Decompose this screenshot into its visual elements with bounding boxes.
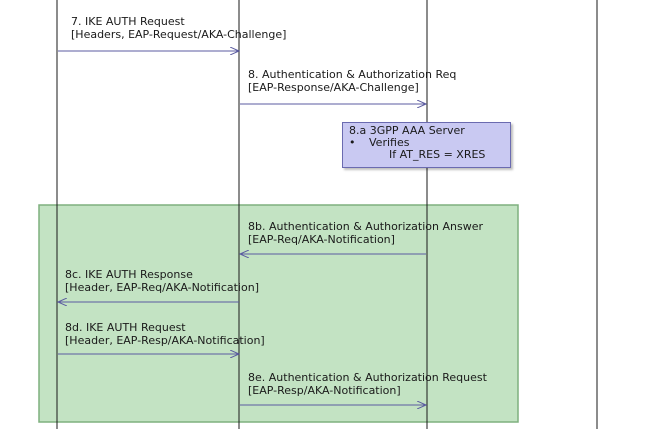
highlight-region [38,204,519,423]
msg-8e-title: 8e. Authentication & Authorization Reque… [248,371,487,384]
msg-8d-title: 8d. IKE AUTH Request [65,321,186,334]
msg-8d-params: [Header, EAP-Resp/AKA-Notification] [65,334,265,347]
msg-8b-params: [EAP-Req/AKA-Notification] [248,233,395,246]
note-title: 8.a 3GPP AAA Server [349,124,465,137]
msg-8-params: [EAP-Response/AKA-Challenge] [248,81,419,94]
msg-8c-title: 8c. IKE AUTH Response [65,268,193,281]
msg-7-params: [Headers, EAP-Request/AKA-Challenge] [71,28,287,41]
msg-8-title: 8. Authentication & Authorization Req [248,68,457,81]
note-detail: If AT_RES = XRES [389,148,486,161]
label-msg-8d: 8d. IKE AUTH Request [Header, EAP-Resp/A… [65,321,265,347]
msg-8b-title: 8b. Authentication & Authorization Answe… [248,220,483,233]
note-aaa-server-verify: 8.a 3GPP AAA Server • Verifies If AT_RES… [342,122,511,168]
label-msg-8b: 8b. Authentication & Authorization Answe… [248,220,483,246]
note-bullet: • [349,136,356,149]
msg-7-title: 7. IKE AUTH Request [71,15,185,28]
label-msg-8: 8. Authentication & Authorization Req [E… [248,68,456,94]
msg-8e-params: [EAP-Resp/AKA-Notification] [248,384,401,397]
label-msg-8e: 8e. Authentication & Authorization Reque… [248,371,487,397]
note-item: Verifies [369,136,410,149]
msg-8c-params: [Header, EAP-Req/AKA-Notification] [65,281,259,294]
label-msg-8c: 8c. IKE AUTH Response [Header, EAP-Req/A… [65,268,259,294]
label-msg-7: 7. IKE AUTH Request [Headers, EAP-Reques… [71,15,286,41]
note-bullet-row: • Verifies [349,137,504,149]
